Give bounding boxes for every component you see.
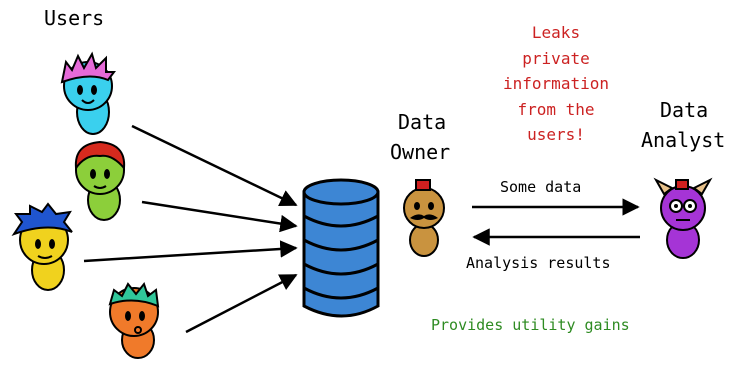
data-owner-label-line2: Owner xyxy=(390,140,451,164)
leaks-line: users! xyxy=(527,125,585,144)
analysis-results-label: Analysis results xyxy=(466,254,611,272)
data-analyst-icon xyxy=(653,177,713,259)
user-icon xyxy=(74,140,126,221)
some-data-label: Some data xyxy=(500,178,582,196)
database-icon xyxy=(302,178,380,318)
data-analyst-label-line1: Data xyxy=(660,98,709,122)
user-to-database-arrows xyxy=(83,124,298,334)
users-label: Users xyxy=(44,6,105,30)
leaks-line: from the xyxy=(517,99,595,119)
user-icon xyxy=(60,51,116,135)
user-icon xyxy=(108,281,160,359)
leaks-line: private xyxy=(522,48,590,68)
leaks-line: information xyxy=(503,74,609,93)
data-owner-icon xyxy=(403,179,445,257)
user-icon xyxy=(11,202,73,291)
data-analyst-label-line2: Analyst xyxy=(641,128,726,152)
data-owner-label-line1: Data xyxy=(398,110,447,134)
utility-gains-label: Provides utility gains xyxy=(431,316,630,334)
leaks-note: Leaks private information from the users… xyxy=(476,20,636,148)
exchange-arrows xyxy=(472,198,640,246)
leaks-line: Leaks xyxy=(531,23,581,42)
